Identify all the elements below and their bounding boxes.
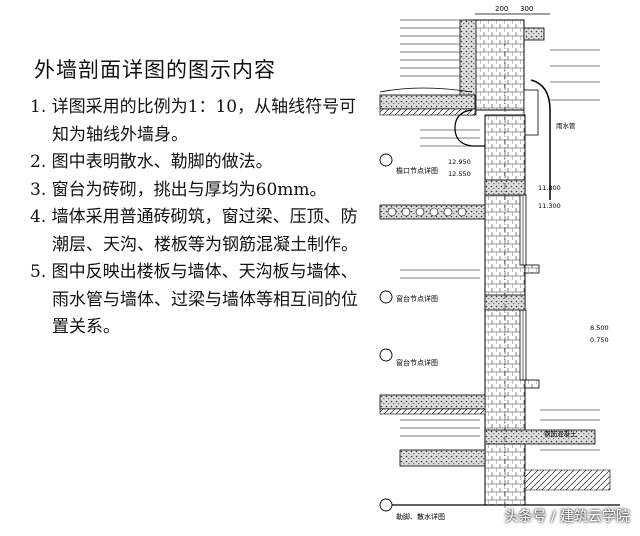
dim-label: 200 bbox=[495, 5, 508, 13]
section-drawing: 200 300 bbox=[360, 0, 640, 532]
note-label: 钢筋混凝土 bbox=[544, 429, 577, 438]
detail-label: 窗台节点详图 bbox=[396, 294, 438, 303]
list-item: 1. 详图采用的比例为1：10，从轴线符号可知为轴线外墙身。 bbox=[30, 97, 357, 145]
list-item: 4. 墙体采用普通砖砌筑，窗过梁、压顶、防潮层、天沟、楼板等为钢筋混凝土制作。 bbox=[30, 207, 358, 255]
elevation-label: 0.750 bbox=[590, 336, 609, 344]
dim-label: 300 bbox=[520, 5, 533, 13]
list-item: 5. 图中反映出楼板与墙体、天沟板与墙体、雨水管与墙体、过梁与墙体等相互间的位置… bbox=[30, 262, 358, 337]
list-item: 3. 窗台为砖砌，挑出与厚均为60mm。 bbox=[30, 179, 327, 200]
detail-label: 勒脚、散水详图 bbox=[396, 512, 445, 521]
text-panel: 外墙剖面详图的图示内容 1. 详图采用的比例为1：10，从轴线符号可知为轴线外墙… bbox=[30, 58, 360, 342]
detail-label: 檐口节点详图 bbox=[396, 166, 438, 175]
page-title: 外墙剖面详图的图示内容 bbox=[34, 58, 276, 82]
note-label: 雨水管 bbox=[556, 121, 576, 130]
elevation-label: 8.500 bbox=[590, 324, 609, 332]
content-list: 1. 详图采用的比例为1：10，从轴线符号可知为轴线外墙身。 2. 图中表明散水… bbox=[30, 94, 360, 342]
elevation-label: 12.950 bbox=[448, 158, 471, 166]
wall-section-drawing: 200 300 bbox=[379, 5, 620, 521]
elevation-label: 11.300 bbox=[538, 202, 561, 210]
elevation-label: 12.550 bbox=[448, 170, 471, 178]
elevation-label: 11.800 bbox=[538, 184, 561, 192]
detail-label: 窗台节点详图 bbox=[396, 358, 438, 367]
list-item: 2. 图中表明散水、勒脚的做法。 bbox=[30, 152, 273, 172]
watermark: 头条号 / 建筑云学院 bbox=[504, 509, 630, 525]
